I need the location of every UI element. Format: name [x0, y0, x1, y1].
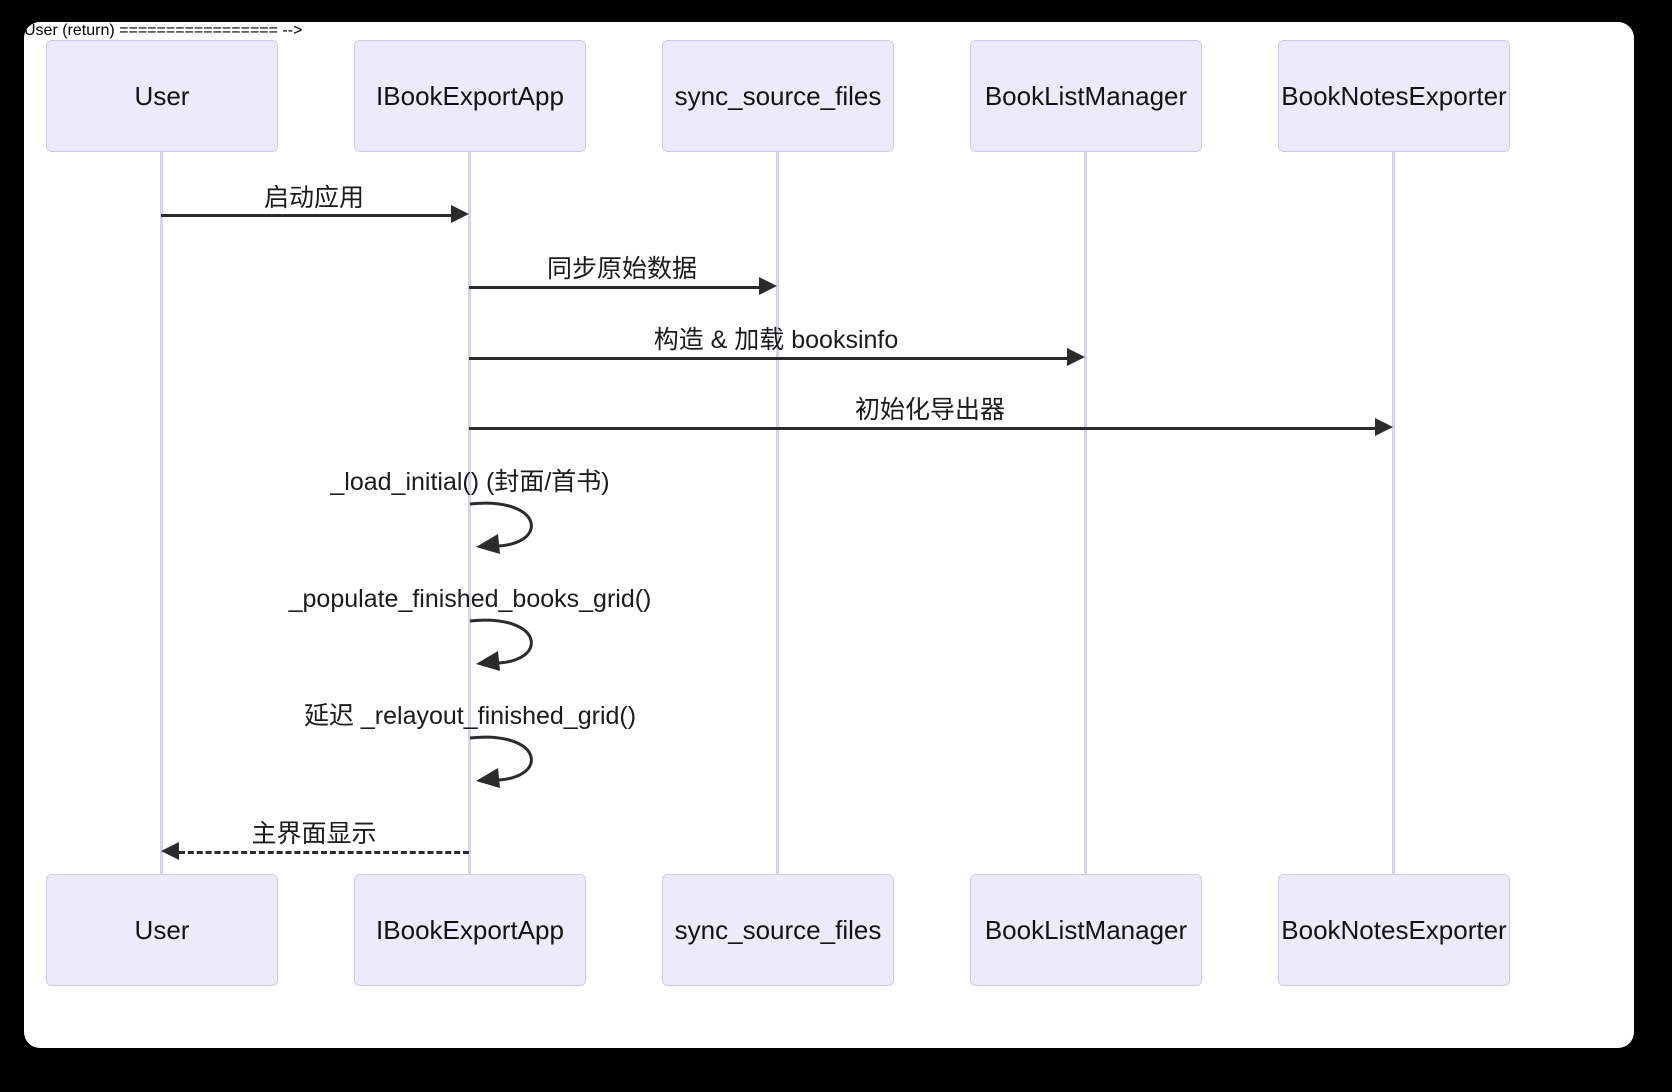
message-arrowhead-7 [161, 842, 179, 860]
lifeline-notes [1392, 152, 1395, 874]
lifeline-user [160, 152, 163, 874]
participant-bottom-ibookexportapp[interactable]: IBookExportApp [354, 874, 586, 986]
participant-label: sync_source_files [674, 80, 882, 111]
participant-bottom-user[interactable]: User [46, 874, 278, 986]
message-selfloop-6 [468, 734, 578, 792]
message-arrowhead-2 [1067, 348, 1085, 366]
message-selfloop-5 [468, 617, 578, 675]
participant-label: User [134, 80, 190, 111]
message-line-7 [179, 851, 469, 854]
message-line-2 [469, 357, 1067, 360]
message-line-0 [161, 214, 451, 217]
participant-label: BookNotesExporter [1281, 80, 1507, 111]
participant-top-ibookexportapp[interactable]: IBookExportApp [354, 40, 586, 152]
message-arrowhead-1 [759, 277, 777, 295]
message-label-1: 同步原始数据 [546, 255, 698, 283]
participant-top-sync-source-files[interactable]: sync_source_files [662, 40, 894, 152]
message-arrowhead-3 [1375, 418, 1393, 436]
diagram-canvas: User IBookExportApp sync_source_files Bo… [24, 22, 1634, 1048]
message-label-7: 主界面显示 [251, 820, 377, 848]
message-label-6: 延迟 _relayout_finished_grid() [303, 702, 637, 730]
message-label-3: 初始化导出器 [854, 396, 1006, 424]
lifeline-sync [776, 152, 779, 874]
participant-bottom-booklistmanager[interactable]: BookListManager [970, 874, 1202, 986]
lifeline-app [468, 152, 471, 874]
participant-top-booklistmanager[interactable]: BookListManager [970, 40, 1202, 152]
participant-label: User [134, 914, 190, 945]
message-arrowhead-0 [451, 205, 469, 223]
message-line-3 [469, 427, 1375, 430]
participant-top-booknotesexporter[interactable]: BookNotesExporter [1278, 40, 1510, 152]
participant-label: BookListManager [984, 914, 1188, 945]
message-label-2: 构造 & 加载 booksinfo [653, 326, 899, 354]
participant-label: IBookExportApp [376, 80, 564, 111]
participant-bottom-booknotesexporter[interactable]: BookNotesExporter [1278, 874, 1510, 986]
message-label-5: _populate_finished_books_grid() [288, 585, 652, 613]
message-line-1 [469, 286, 759, 289]
participant-label: sync_source_files [674, 914, 882, 945]
message-label-0: 启动应用 [263, 184, 365, 212]
participant-bottom-sync-source-files[interactable]: sync_source_files [662, 874, 894, 986]
lifeline-booklist [1084, 152, 1087, 874]
message-selfloop-4 [468, 500, 578, 558]
participant-label: IBookExportApp [376, 914, 564, 945]
message-label-4: _load_initial() (封面/首书) [330, 468, 610, 496]
participant-label: BookNotesExporter [1281, 914, 1507, 945]
participant-top-user[interactable]: User [46, 40, 278, 152]
participant-label: BookListManager [984, 80, 1188, 111]
sequence-diagram-stage: User IBookExportApp sync_source_files Bo… [24, 22, 1634, 1048]
